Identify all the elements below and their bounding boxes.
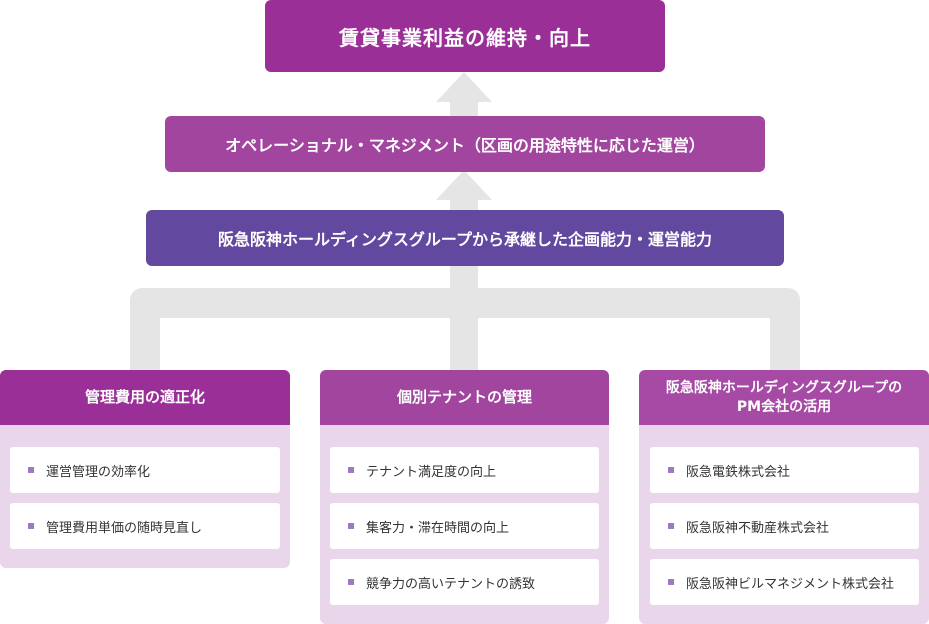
column-title-line2: PM会社の活用 bbox=[736, 398, 832, 415]
list-item-text: 管理費用単価の随時見直し bbox=[46, 520, 203, 536]
bullet-icon bbox=[668, 467, 674, 473]
column-cost-optimization-header: 管理費用の適正化 bbox=[0, 370, 290, 425]
list-item: 管理費用単価の随時見直し bbox=[10, 503, 280, 549]
list-item-text: 阪急阪神不動産株式会社 bbox=[686, 520, 830, 536]
list-item-text: 運営管理の効率化 bbox=[46, 464, 151, 480]
connector-center-vertical bbox=[450, 264, 478, 370]
bullet-icon bbox=[348, 579, 354, 585]
list-item: 集客力・滞在時間の向上 bbox=[330, 503, 599, 549]
bullet-icon bbox=[28, 523, 34, 529]
column-title-line1: 阪急阪神ホールディングスグループの bbox=[665, 379, 903, 396]
goal-box: 賃貸事業利益の維持・向上 bbox=[265, 0, 665, 72]
list-item-text: 集客力・滞在時間の向上 bbox=[366, 520, 510, 536]
arrow-stem-lower bbox=[450, 198, 478, 212]
list-item: 阪急阪神ビルマネジメント株式会社 bbox=[650, 559, 919, 605]
list-item: テナント満足度の向上 bbox=[330, 447, 599, 493]
connector-right-vertical bbox=[770, 300, 800, 370]
base-capability-text: 阪急阪神ホールディングスグループから承継した企画能力・運営能力 bbox=[218, 230, 712, 249]
goal-text: 賃貸事業利益の維持・向上 bbox=[339, 25, 591, 50]
base-capability-box: 阪急阪神ホールディングスグループから承継した企画能力・運営能力 bbox=[146, 210, 784, 266]
list-item-text: テナント満足度の向上 bbox=[366, 464, 497, 480]
column-pm-company-header: 阪急阪神ホールディングスグループの PM会社の活用 bbox=[639, 370, 929, 425]
bullet-icon bbox=[348, 523, 354, 529]
column-title: 管理費用の適正化 bbox=[84, 388, 205, 406]
bullet-icon bbox=[668, 579, 674, 585]
operational-management-box: オペレーショナル・マネジメント（区画の用途特性に応じた運営） bbox=[165, 116, 765, 172]
column-cost-optimization: 管理費用の適正化 運営管理の効率化 管理費用単価の随時見直し bbox=[0, 370, 290, 568]
arrow-stem-upper bbox=[450, 100, 478, 120]
list-item-text: 阪急電鉄株式会社 bbox=[686, 464, 791, 480]
column-tenant-management: 個別テナントの管理 テナント満足度の向上 集客力・滞在時間の向上 競争力の高いテ… bbox=[320, 370, 609, 624]
list-item: 競争力の高いテナントの誘致 bbox=[330, 559, 599, 605]
arrow-head-lower bbox=[436, 170, 492, 200]
bullet-icon bbox=[28, 467, 34, 473]
connector-left-vertical bbox=[130, 300, 160, 370]
column-pm-company: 阪急阪神ホールディングスグループの PM会社の活用 阪急電鉄株式会社 阪急阪神不… bbox=[639, 370, 929, 624]
operational-management-text: オペレーショナル・マネジメント（区画の用途特性に応じた運営） bbox=[225, 136, 705, 155]
list-item-text: 阪急阪神ビルマネジメント株式会社 bbox=[686, 576, 895, 592]
list-item: 阪急阪神不動産株式会社 bbox=[650, 503, 919, 549]
list-item: 運営管理の効率化 bbox=[10, 447, 280, 493]
bullet-icon bbox=[668, 523, 674, 529]
arrow-head-upper bbox=[436, 72, 492, 102]
list-item-text: 競争力の高いテナントの誘致 bbox=[366, 576, 536, 592]
column-title: 個別テナントの管理 bbox=[396, 388, 532, 406]
list-item: 阪急電鉄株式会社 bbox=[650, 447, 919, 493]
bullet-icon bbox=[348, 467, 354, 473]
column-tenant-management-header: 個別テナントの管理 bbox=[320, 370, 609, 425]
